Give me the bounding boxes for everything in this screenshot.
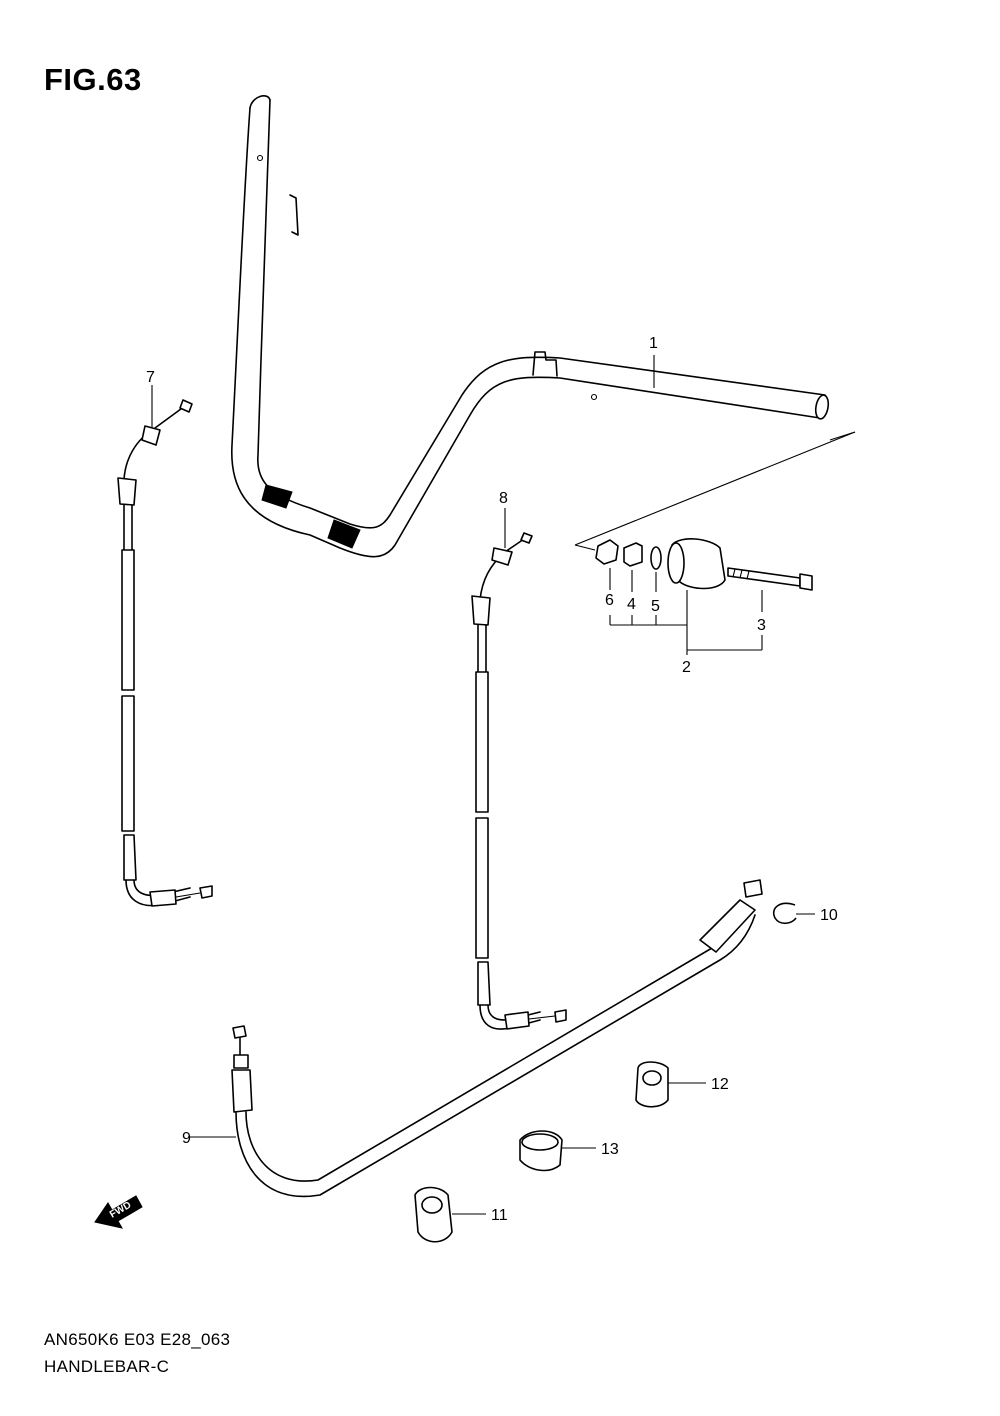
callout-4: 4 bbox=[627, 596, 636, 613]
collar-part-4 bbox=[623, 542, 643, 567]
clamp-part-13[interactable] bbox=[519, 1130, 596, 1172]
callout-6: 6 bbox=[605, 592, 614, 609]
callout-5: 5 bbox=[651, 598, 660, 615]
drawing-name: HANDLEBAR-C bbox=[44, 1357, 170, 1376]
screw-part-3 bbox=[727, 567, 801, 587]
callout-3: 3 bbox=[757, 617, 766, 634]
callout-2: 2 bbox=[682, 659, 691, 676]
callout-10: 10 bbox=[820, 907, 838, 924]
drawing-code: AN650K6 E03 E28_063 bbox=[44, 1330, 231, 1349]
cable-part-9[interactable] bbox=[188, 879, 763, 1198]
handlebar-part-1[interactable] bbox=[230, 95, 830, 558]
clamp-part-11[interactable] bbox=[414, 1186, 486, 1243]
callout-7: 7 bbox=[146, 369, 155, 386]
detail-guide-lines bbox=[574, 431, 856, 551]
callout-8: 8 bbox=[499, 490, 508, 507]
callout-11: 11 bbox=[491, 1207, 508, 1224]
washer-part-5 bbox=[650, 546, 662, 570]
nut-part-6 bbox=[595, 539, 619, 565]
callout-12: 12 bbox=[711, 1076, 729, 1093]
fwd-arrow-icon: FWD bbox=[94, 1195, 143, 1229]
callout-13: 13 bbox=[601, 1141, 619, 1158]
clip-part-10[interactable] bbox=[773, 902, 815, 925]
callout-9: 9 bbox=[182, 1130, 191, 1147]
clamp-part-12[interactable] bbox=[635, 1061, 706, 1108]
throttle-cable-part-8[interactable] bbox=[471, 508, 567, 1030]
bar-end-weight-assembly[interactable] bbox=[595, 538, 813, 655]
figure-title: FIG.63 bbox=[44, 62, 142, 97]
throttle-cable-part-7[interactable] bbox=[117, 385, 213, 907]
weight-part-2 bbox=[671, 538, 726, 590]
callout-1: 1 bbox=[649, 335, 658, 352]
